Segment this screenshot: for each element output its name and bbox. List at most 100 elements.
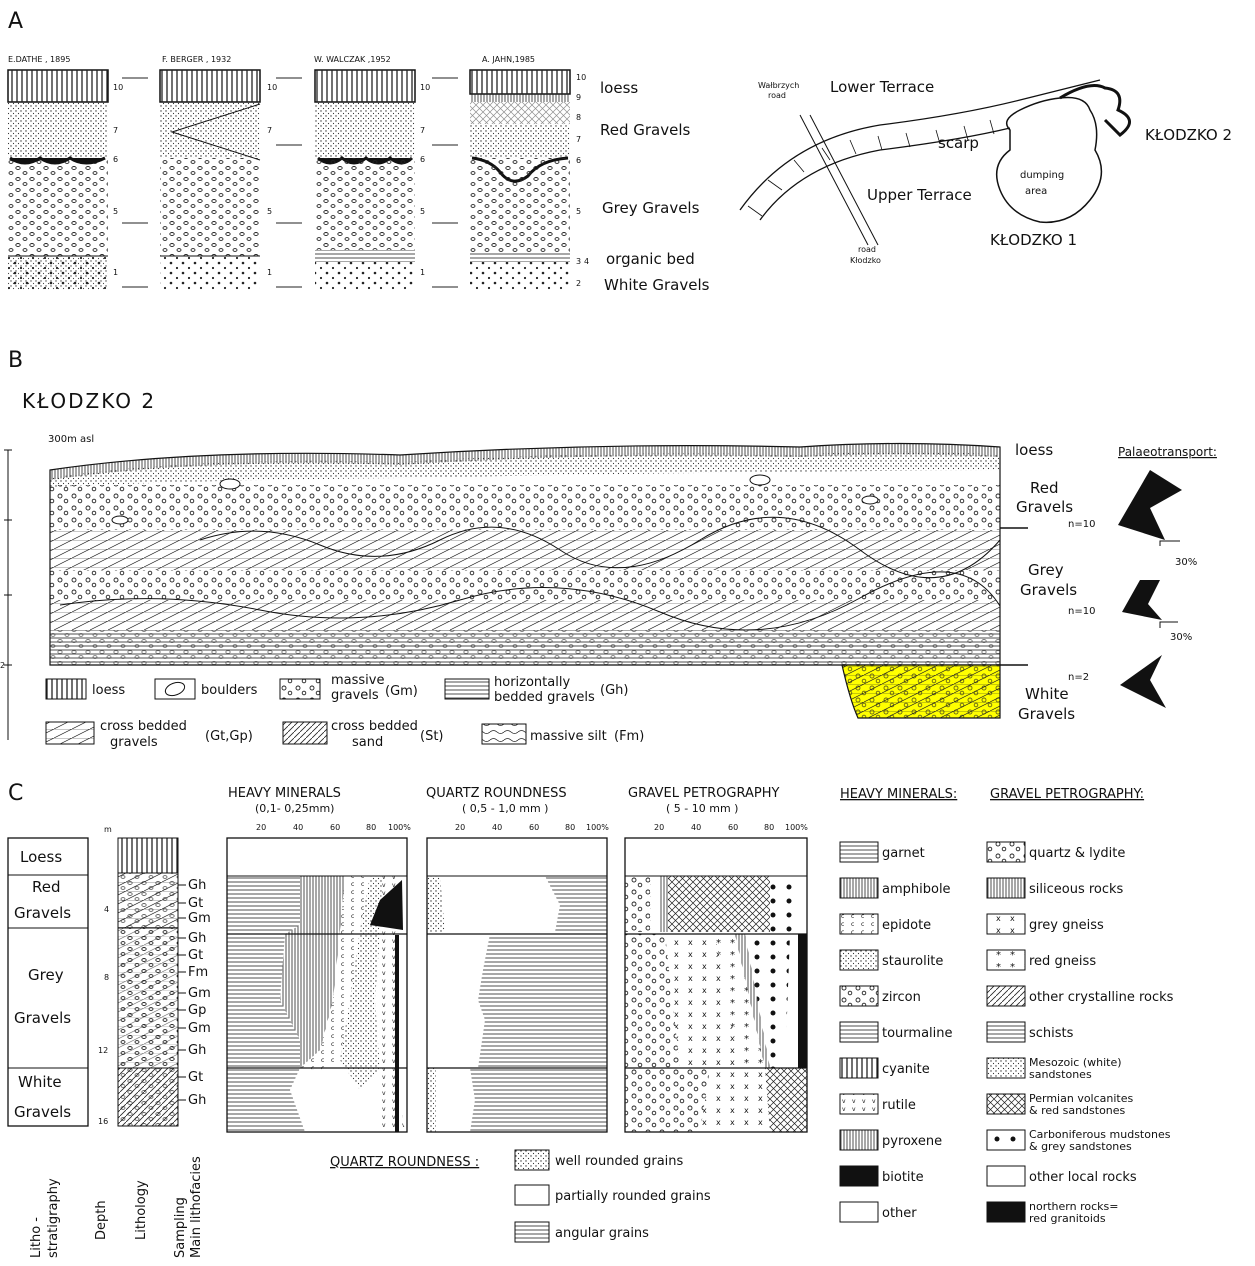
- hm-legend-label: rutile: [882, 1098, 916, 1113]
- legend-cross-sand: cross bedded: [331, 719, 418, 734]
- facies-code: Gh: [188, 878, 206, 893]
- elevation-label: 300m asl: [48, 434, 94, 445]
- chart-subtitle: ( 5 - 10 mm ): [666, 802, 738, 815]
- column-author-label: F. BERGER , 1932: [162, 55, 231, 64]
- gp-legend-swatch: [987, 1202, 1025, 1222]
- caption-stratigraphy: stratigraphy: [46, 1178, 61, 1258]
- gp-legend-label: red granitoids: [1029, 1212, 1106, 1225]
- hm-legend-swatch: [840, 950, 878, 970]
- map-klodzko2: KŁODZKO 2: [1145, 126, 1232, 144]
- jahn-column: A. JAHN,1985: [470, 55, 570, 290]
- dathe-column: E.DATHE , 1895: [8, 55, 108, 290]
- map-lower-terrace: Lower Terrace: [830, 78, 934, 96]
- facies-code: Fm: [188, 965, 208, 980]
- legend-massive: massive: [331, 673, 384, 688]
- strat-grey: Grey: [28, 966, 64, 984]
- gp-legend-label: & grey sandstones: [1029, 1140, 1132, 1153]
- unit-label-loess: loess: [1015, 441, 1053, 459]
- gp-legend-swatch: [987, 842, 1025, 862]
- hm-legend-label: biotite: [882, 1170, 924, 1185]
- rose-pct: 30%: [1170, 632, 1192, 643]
- gp-legend-swatch: [987, 1094, 1025, 1114]
- unit-label-grey: Grey: [1028, 561, 1064, 579]
- bed-number: 1: [420, 268, 425, 277]
- chart-subtitle: (0,1- 0,25mm): [255, 802, 334, 815]
- heavy-minerals-legend: HEAVY MINERALS:: [840, 787, 957, 802]
- unit-label-red-gravels: Red Gravels: [600, 121, 691, 139]
- tick: 80: [366, 823, 376, 832]
- palaeotransport-title: Palaeotransport:: [1118, 445, 1217, 459]
- bed-number: 1: [113, 268, 118, 277]
- hm-legend-label: zircon: [882, 990, 921, 1005]
- stratigraphy-column: Loess Red Gravels Grey Gravels White Gra…: [8, 838, 88, 1126]
- rose-n: n=10: [1068, 519, 1095, 530]
- bed-number: 7: [113, 126, 118, 135]
- gp-legend-label: grey gneiss: [1029, 918, 1104, 933]
- legend-cross-gravels-code: (Gt,Gp): [205, 729, 253, 744]
- legend-silt: massive silt: [530, 729, 607, 744]
- tick: 60: [529, 823, 539, 832]
- tick: 20: [654, 823, 664, 832]
- depth-label: 8: [104, 973, 109, 982]
- facies-code: Gm: [188, 911, 211, 926]
- map-walbrzych: Wałbrzych: [758, 81, 799, 90]
- legend-massive-gravels: gravels: [331, 688, 379, 703]
- unit-label-loess: loess: [600, 79, 638, 97]
- bed-number: 4: [584, 257, 589, 266]
- unit-label-white: White: [1025, 685, 1069, 703]
- gp-legend-label: other local rocks: [1029, 1170, 1137, 1185]
- hm-legend-swatch: [840, 1022, 878, 1042]
- legend-cross-sand-code: (St): [420, 729, 444, 744]
- vertical-scale: [4, 450, 12, 740]
- depth-unit: m: [104, 825, 112, 834]
- unit-label-gravels: Gravels: [1018, 705, 1075, 723]
- caption-depth: Depth: [94, 1200, 109, 1240]
- gp-legend-label: siliceous rocks: [1029, 882, 1124, 897]
- panel-a-letter: A: [8, 9, 23, 34]
- tick: 40: [691, 823, 701, 832]
- bed-number: 6: [113, 155, 118, 164]
- chart-title-quartz-roundness: QUARTZ ROUNDNESS: [426, 786, 567, 801]
- bed-number: 7: [267, 126, 272, 135]
- facies-labels: [178, 885, 186, 1100]
- caption-lithology: Lithology: [134, 1180, 149, 1240]
- hm-legend-label: staurolite: [882, 954, 943, 969]
- tick: 20: [256, 823, 266, 832]
- gp-legend-swatch: [987, 950, 1025, 970]
- scale-label: 2: [0, 661, 5, 670]
- facies-code: Gp: [188, 1003, 206, 1018]
- legend-cross-gravels-2: gravels: [110, 735, 158, 750]
- caption-sampling: Sampling: [173, 1197, 188, 1258]
- hm-legend-label: pyroxene: [882, 1134, 942, 1149]
- map-road: road: [768, 91, 786, 100]
- map-klodzko1: KŁODZKO 1: [990, 231, 1077, 249]
- legend-horizontal: horizontally: [494, 675, 570, 690]
- rose-pct: 30%: [1175, 557, 1197, 568]
- hm-legend-swatch: [840, 914, 878, 934]
- map-road: road: [858, 245, 876, 254]
- legend-boulders: boulders: [201, 683, 258, 698]
- gp-legend-swatch: [987, 1130, 1025, 1150]
- hm-legend-swatch: [840, 1094, 878, 1114]
- depth-label: 16: [98, 1117, 108, 1126]
- gp-legend-label: red gneiss: [1029, 954, 1096, 969]
- qr-legend-title: QUARTZ ROUNDNESS :: [330, 1155, 479, 1170]
- unit-label-white-gravels: White Gravels: [604, 276, 710, 294]
- map-upper-terrace: Upper Terrace: [867, 186, 972, 204]
- bed-number: 5: [267, 207, 272, 216]
- bed-number: 10: [113, 83, 123, 92]
- bed-number: 6: [576, 156, 581, 165]
- bed-number: 5: [576, 207, 581, 216]
- unit-label-grey-gravels: Grey Gravels: [602, 199, 700, 217]
- hm-legend-label: epidote: [882, 918, 931, 933]
- gp-legend-label: schists: [1029, 1026, 1074, 1041]
- hm-legend-items: garnetamphiboleepidotestaurolitezirconto…: [840, 842, 953, 1222]
- facies-code: Gh: [188, 931, 206, 946]
- hm-legend-label: amphibole: [882, 882, 951, 897]
- legend-cross-sand-2: sand: [352, 735, 383, 750]
- legend-cross-gravels: cross bedded: [100, 719, 187, 734]
- hm-legend-swatch: [840, 1166, 878, 1186]
- hm-legend-label: other: [882, 1206, 917, 1221]
- gp-legend-swatch: [987, 878, 1025, 898]
